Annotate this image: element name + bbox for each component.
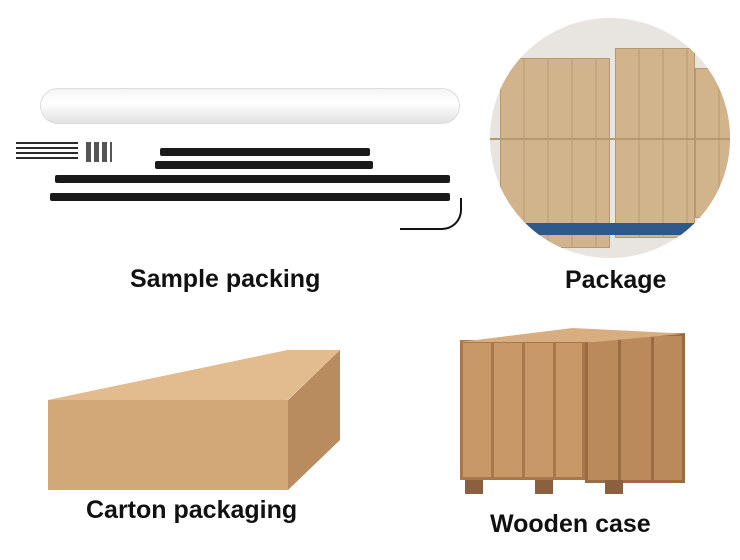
- carton-packaging-label: Carton packaging: [86, 496, 298, 524]
- light-bar-1: [160, 148, 370, 156]
- light-bar-2: [155, 161, 373, 169]
- wooden-case-image: [455, 328, 685, 498]
- clips: [86, 142, 112, 162]
- package-label: Package: [565, 266, 667, 294]
- tube-housing: [40, 88, 460, 124]
- sample-packing-label: Sample packing: [130, 265, 321, 293]
- connectors: [16, 142, 78, 162]
- usb-cable: [400, 198, 462, 230]
- sample-packing-image: [0, 60, 480, 240]
- light-bar-4: [50, 193, 450, 201]
- light-bar-3: [55, 175, 450, 183]
- package-image: [490, 18, 730, 258]
- carton-image: [48, 350, 340, 490]
- wooden-case-label: Wooden case: [490, 510, 651, 538]
